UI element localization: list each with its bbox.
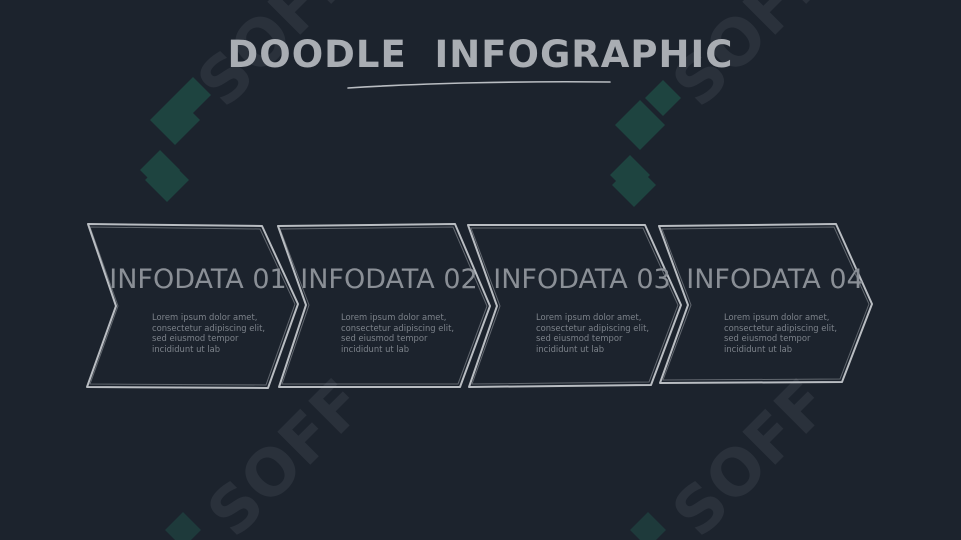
watermark-logo-icon [165,512,666,540]
chevron-shape-4 [658,223,873,384]
step-title: INFODATA 01 [109,264,287,295]
title-underline [347,80,611,89]
step-body: Lorem ipsum dolor amet, consectetur adip… [341,312,455,354]
step-title: INFODATA 03 [493,264,671,295]
step-title: INFODATA 02 [300,264,478,295]
step-body: Lorem ipsum dolor amet, consectetur adip… [152,312,266,354]
step-title: INFODATA 04 [686,264,864,295]
chevron-shape-2 [277,223,491,388]
step-body: Lorem ipsum dolor amet, consectetur adip… [536,312,650,354]
chevron-shape-3 [467,224,682,388]
step-body: Lorem ipsum dolor amet, consectetur adip… [724,312,838,354]
watermark-logo-icon [140,77,211,202]
page-title: DOODLE INFOGRAPHIC [227,33,734,76]
watermark-logo-icon [610,80,681,207]
chevron-shape-1 [86,223,299,389]
